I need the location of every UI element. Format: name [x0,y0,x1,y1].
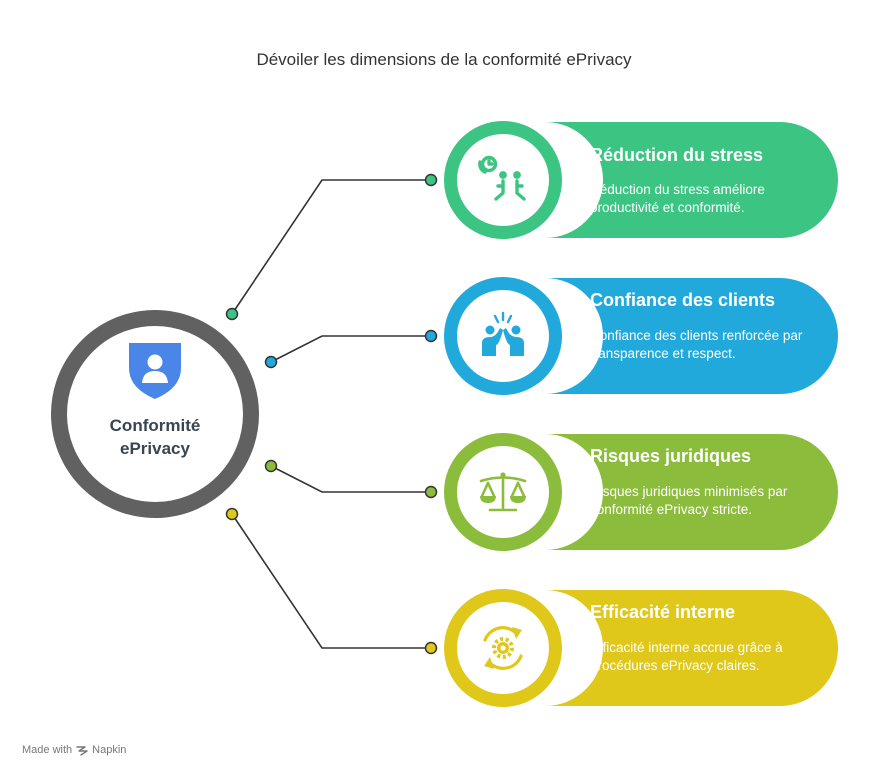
connector-2 [270,335,431,363]
card-4-title: Efficacité interne [590,602,736,622]
card-1-text: Réduction du stress améliore productivit… [590,182,765,215]
connector-1 [231,179,431,315]
card-3-text: Risques juridiques minimisés par conform… [590,484,788,517]
hub-label-line2: ePrivacy [120,439,190,458]
card-dot-2 [424,329,438,343]
connector-3 [270,465,431,493]
hub-dot-3 [264,459,278,473]
hub-label: Conformité ePrivacy [65,414,245,460]
napkin-logo-icon [76,745,88,756]
card-stress-reduction [444,121,838,239]
shield-user-icon [129,343,181,399]
card-2-body [545,278,838,394]
hub-dot-1 [225,307,239,321]
card-internal-efficiency [444,589,838,707]
gear-cycle-icon [483,626,523,670]
card-legal-risks [444,433,838,551]
card-4-text: Efficacité interne accrue grâce à procéd… [590,640,783,673]
connectors [231,179,431,649]
card-4-body [545,590,838,706]
card-3-body [545,434,838,550]
footer-brand: Napkin [92,744,127,756]
connector-4 [231,513,431,649]
handshake-icon [482,325,524,356]
scale-pans [480,472,526,503]
card-1-title: Réduction du stress [590,145,764,165]
card-2-badge [457,290,549,382]
card-dot-3 [424,485,438,499]
hub-dots [225,307,278,521]
hub-ring [51,310,259,518]
sparkle-lines [493,311,513,324]
hub-label-line1: Conformité [109,416,201,435]
card-1-body [545,122,838,238]
card-dots [424,173,438,655]
hub-dot-4 [225,507,239,521]
footer-watermark: Made with Napkin [22,744,126,756]
stress-relief-icon [478,155,526,201]
card-2-text: Confiance des clients renforcée par tran… [590,328,803,361]
card-dot-1 [424,173,438,187]
card-3-title: Risques juridiques [590,446,752,466]
card-2-title: Confiance des clients [590,290,776,310]
card-dot-4 [424,641,438,655]
hub-dot-2 [264,355,278,369]
diagram-title: Dévoiler les dimensions de la conformité… [256,50,632,69]
hub [51,310,259,518]
footer-made-with: Made with [22,744,73,756]
card-customer-trust [444,277,838,395]
